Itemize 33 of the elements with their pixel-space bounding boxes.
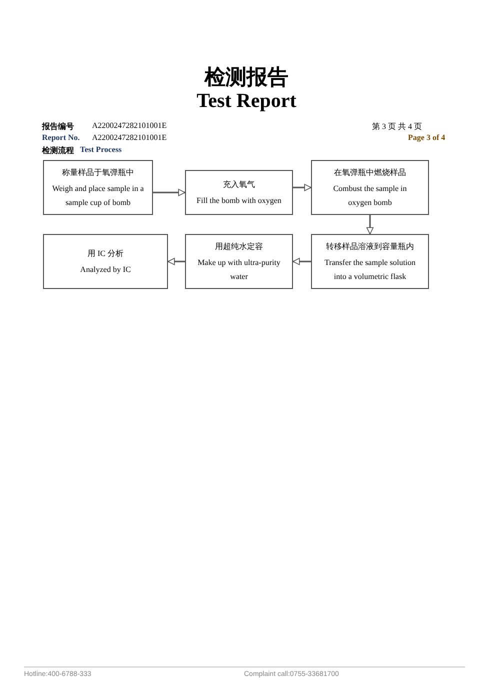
step-title: 用超纯水定容	[215, 240, 263, 252]
report-number: A2200247282101001E	[92, 133, 167, 142]
step-description: Analyzed by IC	[80, 264, 131, 276]
arrow	[292, 258, 311, 266]
step-title: 用 IC 分析	[88, 248, 124, 260]
process-box	[185, 234, 293, 289]
step-title: 转移样品溶液到容量瓶内	[326, 240, 414, 252]
arrow	[153, 188, 186, 196]
process-box	[185, 170, 293, 215]
process-box	[311, 234, 429, 289]
step-description: Fill the bomb with oxygen	[196, 194, 282, 207]
step-title: 在氧弹瓶中燃烧样品	[334, 166, 406, 178]
arrow	[293, 184, 312, 192]
arrow	[168, 258, 185, 266]
section-heading: 检测流程	[42, 145, 74, 156]
step-description: Make up with ultra-purity water	[196, 256, 282, 282]
step-description: Combust the sample in oxygen bomb	[332, 182, 408, 209]
process-box	[311, 160, 429, 215]
report-subtitle: Test Report	[196, 90, 298, 113]
report-number: A2200247282101001E	[92, 121, 167, 130]
page-number: Page 3 of 4	[408, 133, 446, 142]
step-description: Weigh and place sample in a sample cup of bomb	[51, 182, 145, 209]
arrow	[366, 215, 374, 234]
step-title: 充入氧气	[223, 178, 255, 190]
field-label: Report No.	[42, 133, 80, 142]
process-box	[43, 234, 168, 289]
field-label: 报告编号	[42, 121, 74, 132]
step-title: 称量样品于氧弹瓶中	[62, 166, 134, 178]
section-heading: Test Process	[80, 145, 122, 154]
step-description: Transfer the sample solution into a volumetric flask	[323, 256, 417, 282]
page-number: 第 3 页 共 4 页	[372, 121, 422, 132]
report-title: 检测报告	[203, 64, 290, 91]
process-box	[43, 160, 153, 215]
